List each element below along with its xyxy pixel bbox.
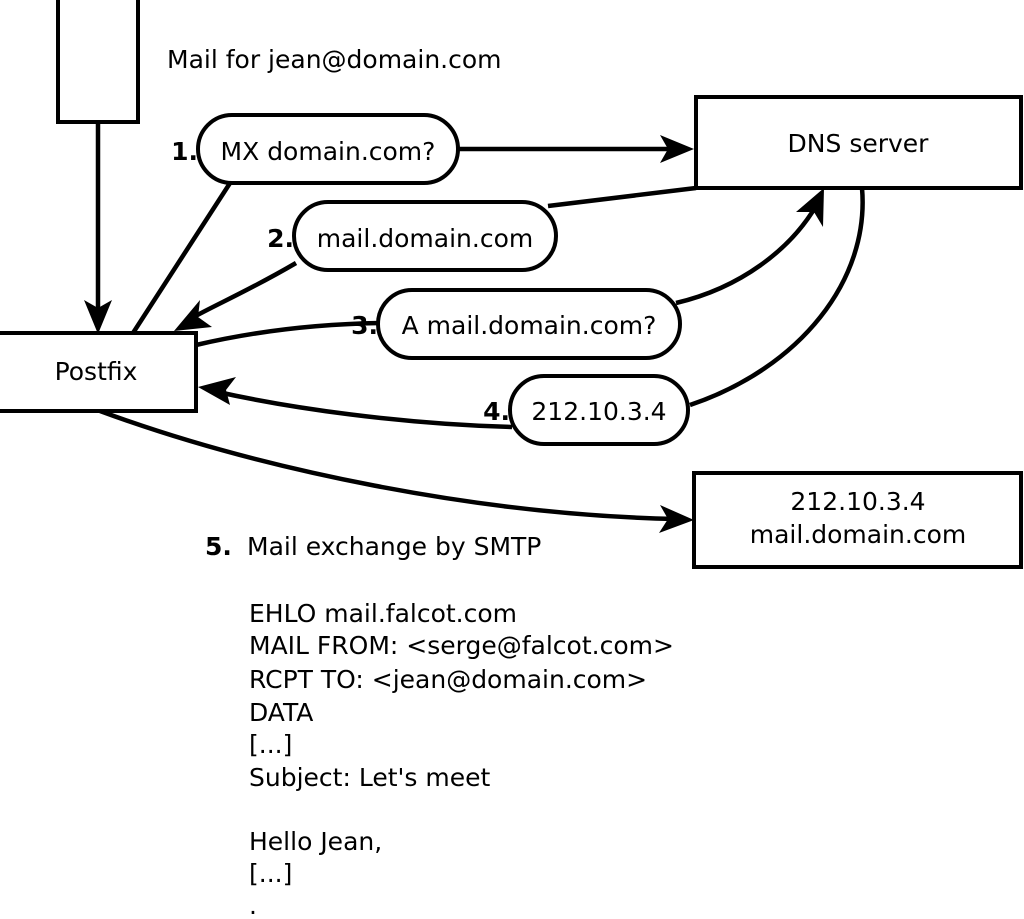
smtp-line-7: Hello Jean, — [249, 827, 382, 856]
connector-dns-to-step2-bubble — [547, 185, 697, 209]
connector-postfix-to-step3-bubble — [195, 320, 381, 348]
step-bubble-2[interactable]: mail.domain.com — [292, 200, 558, 272]
node-mailserver-box[interactable]: 212.10.3.4 mail.domain.com — [692, 471, 1023, 569]
connector-step2-bubble-to-postfix — [174, 261, 298, 331]
connector-step3-bubble-to-dns — [675, 188, 824, 306]
step-number-3: 3. — [351, 311, 378, 340]
connector-step4-bubble-to-postfix — [198, 377, 513, 430]
node-mailserver-line1: 212.10.3.4 — [790, 487, 925, 516]
step-bubble-3[interactable]: A mail.domain.com? — [376, 288, 682, 360]
connector-postfix-to-step1-bubble — [131, 178, 234, 335]
node-postfix-box[interactable]: Postfix — [0, 331, 198, 413]
smtp-line-8: [...] — [249, 859, 292, 888]
node-client-box[interactable] — [56, 0, 140, 124]
smtp-line-3: DATA — [249, 698, 313, 727]
step-number-2: 2. — [267, 224, 294, 253]
step-bubble-4-label: 212.10.3.4 — [531, 397, 666, 426]
connector-client-to-postfix — [84, 122, 112, 334]
node-dns-box[interactable]: DNS server — [694, 95, 1023, 190]
step-bubble-1[interactable]: MX domain.com? — [196, 113, 460, 185]
step-bubble-2-label: mail.domain.com — [317, 224, 533, 253]
smtp-line-2: RCPT TO: <jean@domain.com> — [249, 665, 647, 694]
mail-for-caption: Mail for jean@domain.com — [167, 45, 502, 74]
node-dns-label: DNS server — [788, 129, 930, 158]
smtp-line-9: . — [249, 891, 257, 919]
step-5-label: Mail exchange by SMTP — [247, 532, 541, 561]
step-number-5: 5. — [205, 532, 232, 561]
step-number-1: 1. — [171, 137, 198, 166]
smtp-line-4: [...] — [249, 730, 292, 759]
smtp-line-0: EHLO mail.falcot.com — [249, 599, 517, 628]
step-bubble-3-label: A mail.domain.com? — [402, 311, 657, 340]
connector-dns-to-step4-bubble — [689, 187, 865, 408]
step-number-4: 4. — [483, 397, 510, 426]
node-postfix-label: Postfix — [55, 357, 138, 386]
connector-step1-bubble-to-dns — [456, 135, 694, 163]
node-mailserver-line2: mail.domain.com — [750, 520, 966, 549]
step-bubble-1-label: MX domain.com? — [221, 137, 436, 166]
connector-postfix-to-mailserver — [99, 408, 694, 533]
smtp-line-5: Subject: Let's meet — [249, 763, 490, 792]
smtp-line-1: MAIL FROM: <serge@falcot.com> — [249, 631, 674, 660]
step-bubble-4[interactable]: 212.10.3.4 — [508, 374, 690, 446]
